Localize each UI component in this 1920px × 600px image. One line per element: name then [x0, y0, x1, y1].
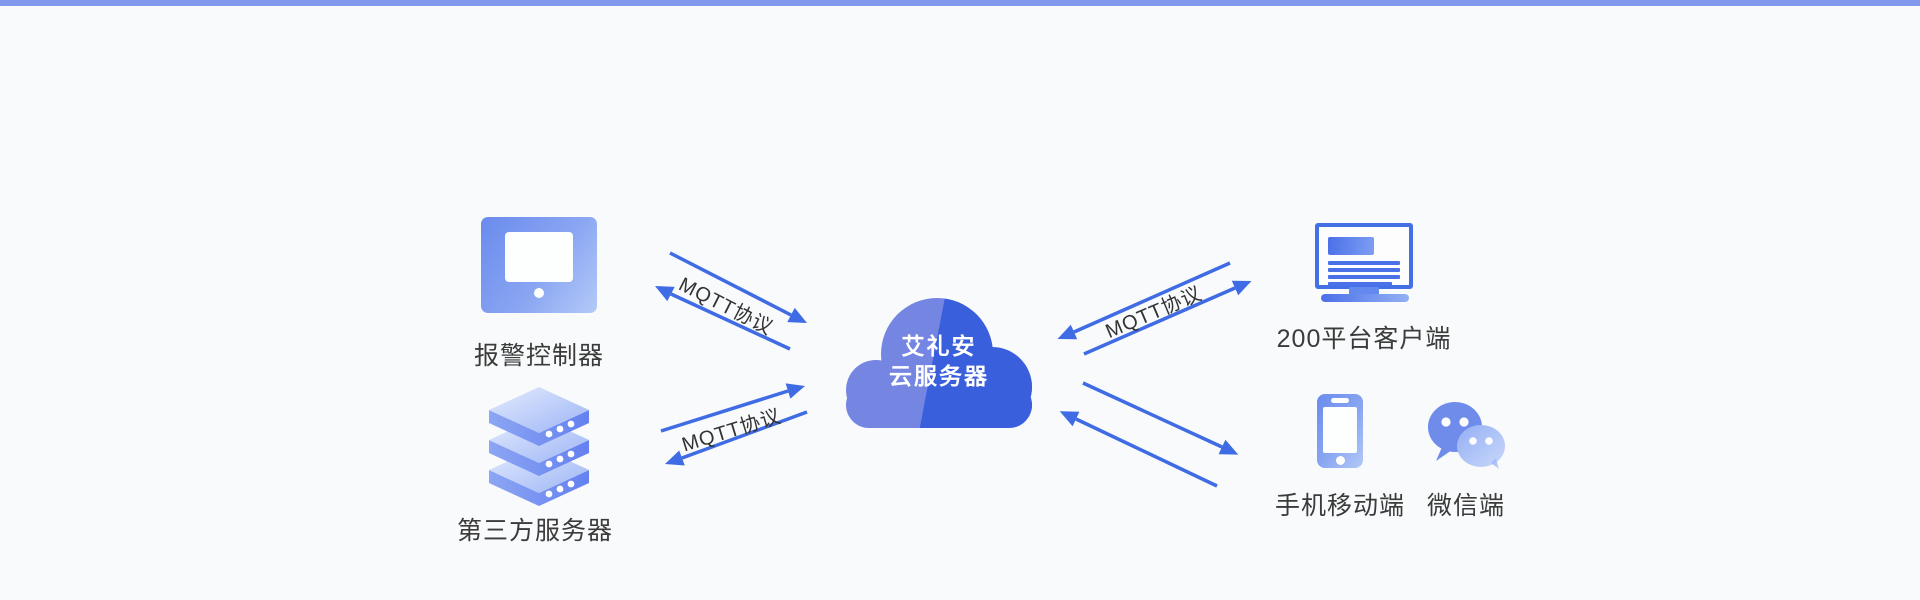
monitor-content-block	[1328, 237, 1374, 255]
wechat-label: 微信端	[1426, 492, 1505, 520]
alarm-controller-label: 报警控制器	[473, 342, 604, 370]
arrow-alarm-to-cloud	[655, 251, 807, 351]
third-party-server-label: 第三方服务器	[456, 517, 613, 545]
wechat-icon	[1428, 402, 1505, 469]
server-slab-top	[489, 387, 589, 446]
cloud-server-icon	[846, 298, 1032, 428]
wechat-small-bubble	[1457, 425, 1505, 469]
third-party-server-icon	[489, 387, 589, 506]
monitor-base	[1321, 294, 1409, 302]
cloud-server-label-line2: 云服务器	[889, 363, 989, 389]
alarm-controller-icon	[481, 217, 597, 313]
phone-speaker-slot	[1331, 398, 1349, 403]
platform-client-label: 200平台客户端	[1276, 325, 1452, 353]
monitor-text-line	[1328, 275, 1400, 279]
platform-client-monitor-icon	[1315, 223, 1413, 289]
phone-home-button	[1336, 456, 1345, 465]
arrow-server-to-cloud	[660, 383, 808, 466]
cloud-dark-part	[918, 298, 1032, 428]
monitor-text-line	[1328, 268, 1400, 272]
cloud-server-label-line1: 艾礼安	[901, 333, 977, 359]
monitor-text-line	[1328, 261, 1400, 265]
top-accent-bar	[0, 0, 1920, 6]
mobile-phone-icon	[1317, 394, 1363, 468]
arrow-cloud-to-client	[1057, 261, 1252, 356]
alarm-controller-screen	[505, 232, 573, 282]
cloud-server-label: 艾礼安 云服务器	[839, 331, 1039, 391]
alarm-controller-home-button	[534, 288, 544, 298]
mobile-label: 手机移动端	[1274, 492, 1405, 520]
monitor-text-line	[1328, 282, 1392, 286]
arrow-cloud-to-mobile	[1059, 381, 1239, 488]
phone-screen	[1323, 407, 1357, 453]
monitor-stand	[1349, 287, 1379, 295]
